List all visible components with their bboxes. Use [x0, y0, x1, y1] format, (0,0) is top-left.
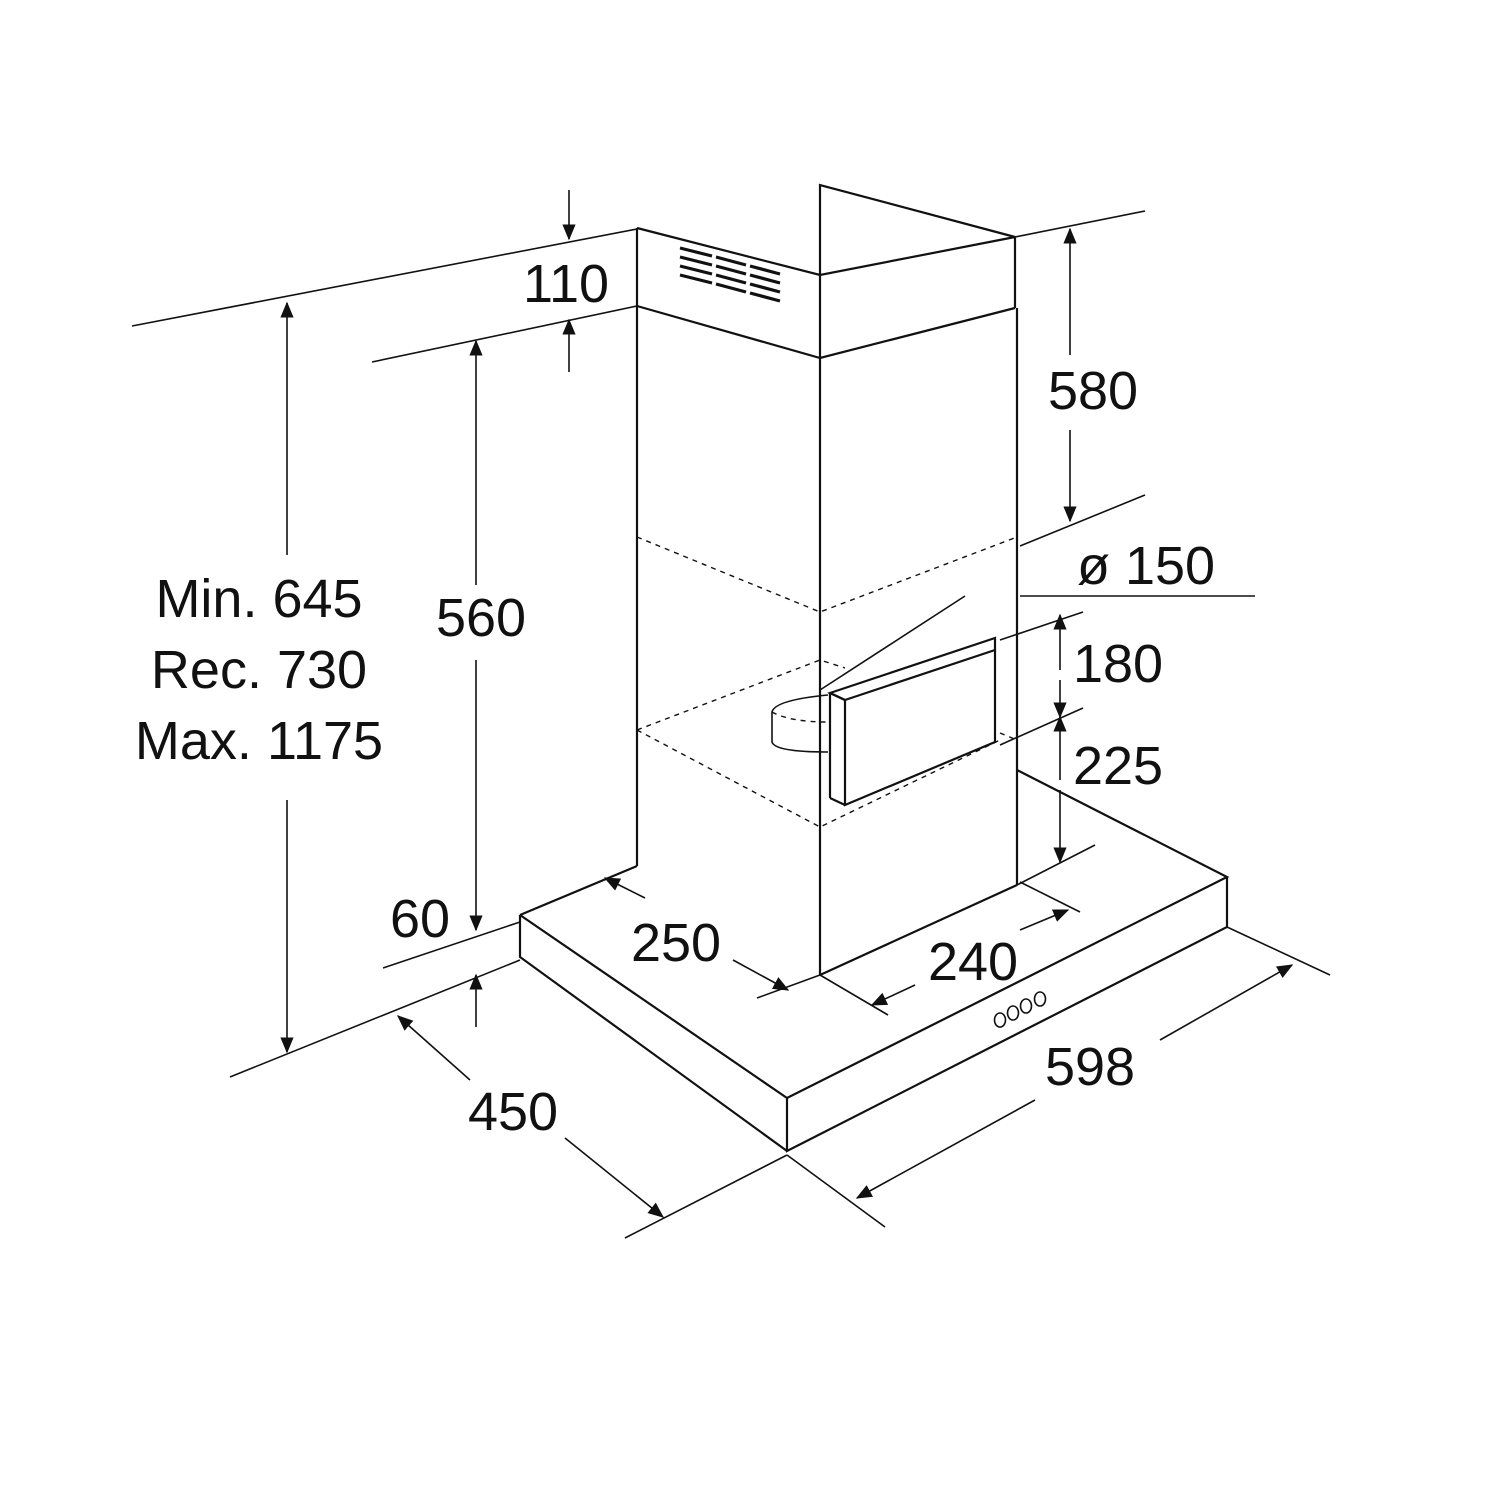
dimension-labels: 110 580 560 ø 150 180 225 60 250 240 598…: [135, 254, 1215, 1142]
dim-lower-chimney: 560: [436, 588, 526, 648]
installation-height-min: Min. 645: [155, 569, 362, 629]
hood-outline: [518, 183, 1230, 1153]
dim-outlet-height: 180: [1073, 634, 1163, 694]
dim-chimney-width: 240: [928, 932, 1018, 992]
vent-grille: [679, 246, 781, 303]
hidden-lines: [636, 536, 1018, 828]
dim-outlet-diameter: ø 150: [1077, 536, 1215, 596]
dim-hood-depth: 450: [468, 1082, 558, 1142]
dimension-arrows: [280, 190, 1294, 1218]
installation-height-rec: Rec. 730: [151, 640, 367, 700]
outlet-assembly: [771, 636, 997, 807]
dim-upper-chimney: 580: [1048, 361, 1138, 421]
dim-outlet-offset: 225: [1073, 736, 1163, 796]
dim-chimney-depth: 250: [631, 913, 721, 973]
dim-top-cover: 110: [523, 254, 609, 314]
control-buttons: [993, 991, 1047, 1028]
dim-canopy-thickness: 60: [390, 889, 450, 949]
installation-height-max: Max. 1175: [135, 711, 383, 771]
dim-hood-width: 598: [1045, 1037, 1135, 1097]
